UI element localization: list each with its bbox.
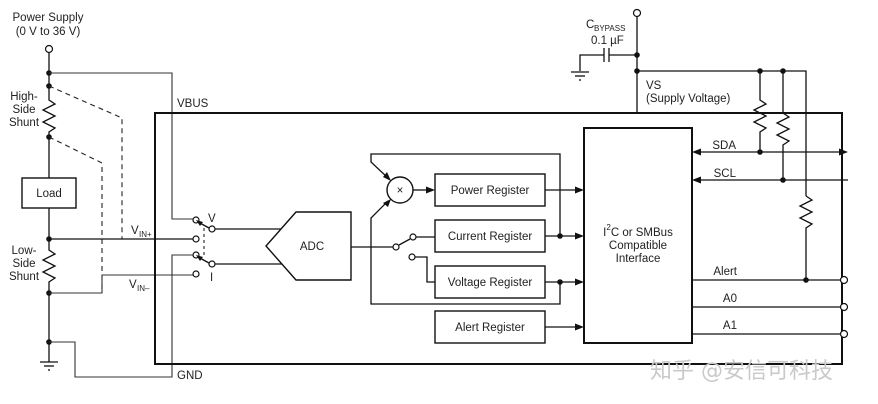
alert-register-block [434, 310, 546, 344]
alert-pullup-resistor [798, 195, 814, 280]
alert-register-label: Alert Register [455, 322, 525, 334]
power-register-label: Power Register [451, 185, 530, 197]
voltage-feedback-wire [370, 200, 561, 305]
svg-text:Low-: Low- [12, 245, 37, 257]
switch-contact [408, 253, 416, 261]
svg-text:Compatible: Compatible [609, 240, 667, 252]
current-feedback-wire [370, 153, 561, 236]
current-register-label: Current Register [448, 231, 533, 243]
vbus-pin-label: VBUS [177, 98, 209, 110]
scl-pin-label: SCL [714, 168, 737, 180]
switch-contact [192, 270, 200, 278]
a0-pin-label: A0 [723, 293, 737, 305]
switch-contact [192, 235, 200, 243]
arrowhead [839, 148, 848, 156]
svg-text:V: V [131, 225, 139, 237]
high-side-shunt-resistor [41, 96, 57, 136]
svg-text:Shunt: Shunt [9, 271, 40, 283]
arrowhead [692, 176, 701, 184]
power-supply-range: (0 V to 36 V) [16, 26, 81, 38]
arrowhead [383, 172, 391, 181]
junction-dot [780, 177, 786, 183]
adc-label: ADC [300, 241, 324, 253]
pullup-rail [637, 70, 807, 196]
switch-blade [398, 238, 411, 246]
wire [415, 256, 435, 283]
switch-contact [208, 260, 216, 268]
sda-pin-label: SDA [712, 140, 736, 152]
svg-text:IN+: IN+ [139, 230, 152, 239]
junction-dot [757, 149, 763, 155]
svg-text:V: V [129, 279, 137, 291]
power-register-block [434, 173, 546, 207]
ground-icon [571, 71, 589, 81]
svg-text:Interface: Interface [616, 253, 661, 265]
power-supply-label: Power Supply [13, 12, 84, 24]
a0-terminal [839, 302, 849, 312]
vbus-wire [49, 72, 195, 220]
svg-text:I2C or SMBus: I2C or SMBus [603, 223, 673, 239]
arrowhead [426, 186, 435, 194]
gnd-pin-label: GND [177, 370, 203, 382]
vin-minus-pin-label: V IN– [129, 279, 150, 293]
vs-terminal [632, 8, 642, 18]
switch-arrow [196, 220, 203, 226]
scl-pullup-resistor [775, 71, 791, 180]
low-side-shunt-resistor [41, 239, 57, 293]
alert-terminal [839, 275, 849, 285]
gnd-wire [49, 254, 195, 378]
high-side-dashed-vin-minus [48, 136, 103, 293]
bypass-capacitor-label: C BYPASS 0.1 µF [586, 19, 625, 47]
junction-dot [803, 277, 809, 283]
vs-pin-label: VS [646, 80, 662, 92]
current-register-block [434, 219, 546, 253]
power-supply-terminal [44, 44, 54, 54]
svg-text:Side: Side [12, 104, 35, 116]
svg-text:High-: High- [10, 91, 38, 103]
svg-text:BYPASS: BYPASS [594, 24, 625, 33]
vin-plus-pin-label: V IN+ [131, 225, 152, 239]
alert-pin-label: Alert [713, 266, 737, 278]
high-side-dashed-vin-plus [48, 85, 123, 239]
load-box [21, 177, 77, 209]
input-mux-switch [192, 216, 216, 278]
switch-contact [208, 225, 216, 233]
sda-pullup-resistor [752, 71, 768, 152]
i2c-interface-label: I2C or SMBus Compatible Interface [603, 223, 673, 265]
vin-minus-wire [49, 274, 195, 294]
switch-v-label: V [208, 213, 216, 225]
a1-pin-label: A1 [723, 320, 737, 332]
watermark: 知乎 @安信可科技 [650, 359, 833, 384]
svg-text:C: C [586, 19, 594, 31]
switch-arrow [196, 255, 203, 261]
arrowhead [692, 148, 701, 156]
switch-contact [392, 243, 400, 251]
high-side-shunt-label: High- Side Shunt [9, 91, 40, 129]
arrowhead [383, 199, 391, 207]
bypass-capacitor [579, 48, 637, 71]
ground-icon [40, 361, 58, 371]
a1-terminal [839, 329, 849, 339]
chip-outline [154, 112, 843, 365]
vs-pin-desc: (Supply Voltage) [646, 93, 731, 105]
voltage-register-label: Voltage Register [448, 277, 533, 289]
multiplier-icon: × [397, 185, 404, 197]
svg-text:Side: Side [12, 258, 35, 270]
svg-text:IN–: IN– [137, 284, 150, 293]
low-side-shunt-label: Low- Side Shunt [9, 245, 40, 283]
load-label: Load [36, 188, 62, 200]
switch-i-label: I [210, 272, 213, 284]
i2c-interface-block [583, 127, 693, 344]
svg-text:Shunt: Shunt [9, 117, 40, 129]
register-bus-arrows [545, 186, 584, 331]
switch-contact [409, 233, 417, 241]
svg-text:0.1 µF: 0.1 µF [591, 35, 624, 47]
adc-block [265, 211, 352, 281]
